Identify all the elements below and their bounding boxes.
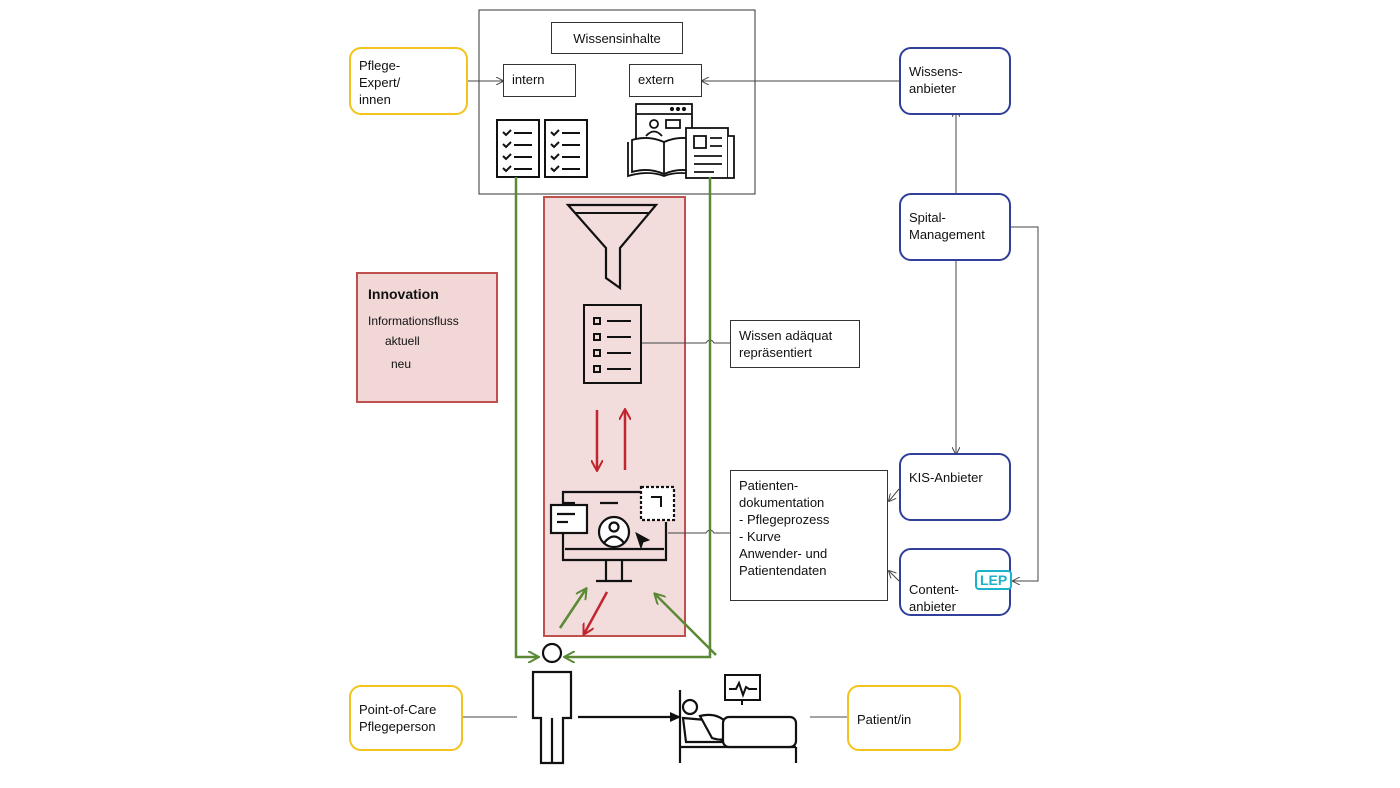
connector-line bbox=[889, 488, 900, 501]
kis-anbieter-label: KIS-Anbieter bbox=[909, 470, 983, 485]
document-icon bbox=[685, 127, 735, 179]
flow-current bbox=[558, 589, 586, 629]
flow-current bbox=[565, 177, 712, 657]
wissensanbieter-node: Wissens- anbieter bbox=[899, 47, 1011, 115]
checklist-icon bbox=[496, 119, 540, 178]
heart-monitor-icon bbox=[724, 674, 761, 705]
innovation-panel bbox=[543, 196, 686, 637]
extern-label: extern bbox=[638, 72, 675, 87]
kis-anbieter-node: KIS-Anbieter bbox=[899, 453, 1011, 521]
connector-line bbox=[641, 339, 730, 344]
legend-current-row: aktuell bbox=[368, 334, 486, 348]
list-icon bbox=[583, 304, 642, 384]
extern-box: extern bbox=[629, 64, 702, 97]
connector-line bbox=[889, 571, 900, 582]
content-anbieter-label: Content- anbieter bbox=[909, 582, 959, 614]
person-icon bbox=[531, 642, 573, 765]
wissen-repraesentiert-box: Wissen adäquat repräsentiert bbox=[730, 320, 860, 368]
connector-line bbox=[1009, 226, 1039, 581]
funnel-icon bbox=[565, 203, 659, 291]
flow-new bbox=[584, 591, 609, 634]
flow-current bbox=[655, 594, 717, 656]
checklist-icon bbox=[544, 119, 588, 178]
wissensinhalte-label: Wissensinhalte bbox=[573, 30, 661, 46]
monitor-user-icon bbox=[549, 485, 676, 583]
point-of-care-label: Point-of-Care Pflegeperson bbox=[359, 702, 437, 734]
point-of-care-node: Point-of-Care Pflegeperson bbox=[349, 685, 463, 751]
intern-label: intern bbox=[512, 72, 545, 87]
wissen-repraesentiert-label: Wissen adäquat repräsentiert bbox=[739, 328, 833, 360]
legend: Innovation Informationsfluss aktuell neu bbox=[356, 272, 498, 403]
legend-current-label: aktuell bbox=[385, 334, 420, 348]
intern-box: intern bbox=[503, 64, 576, 97]
patient-label: Patient/in bbox=[857, 712, 912, 727]
wissensanbieter-label: Wissens- anbieter bbox=[909, 64, 963, 96]
content-anbieter-node: Content- anbieter LEP bbox=[899, 548, 1013, 616]
legend-new-label: neu bbox=[391, 357, 412, 371]
patientendokumentation-label: Patienten- dokumentation - Pflegeprozess… bbox=[739, 478, 830, 578]
wissensinhalte-title: Wissensinhalte bbox=[551, 22, 683, 54]
spital-management-label: Spital- Management bbox=[909, 210, 985, 242]
patientendokumentation-box: Patienten- dokumentation - Pflegeprozess… bbox=[730, 470, 888, 601]
patient-node: Patient/in bbox=[847, 685, 961, 751]
spital-management-node: Spital- Management bbox=[899, 193, 1011, 261]
pflege-expert-node: Pflege- Expert/ innen bbox=[349, 47, 468, 115]
legend-new-row: neu bbox=[368, 357, 486, 371]
flow-current bbox=[514, 177, 538, 657]
legend-title: Innovation bbox=[368, 286, 439, 302]
pflege-expert-label: Pflege- Expert/ innen bbox=[359, 58, 401, 107]
connector-line bbox=[668, 529, 730, 534]
lep-logo: LEP bbox=[975, 570, 1013, 590]
patient-bed-icon bbox=[678, 690, 798, 763]
legend-subtitle: Informationsfluss bbox=[368, 314, 459, 328]
